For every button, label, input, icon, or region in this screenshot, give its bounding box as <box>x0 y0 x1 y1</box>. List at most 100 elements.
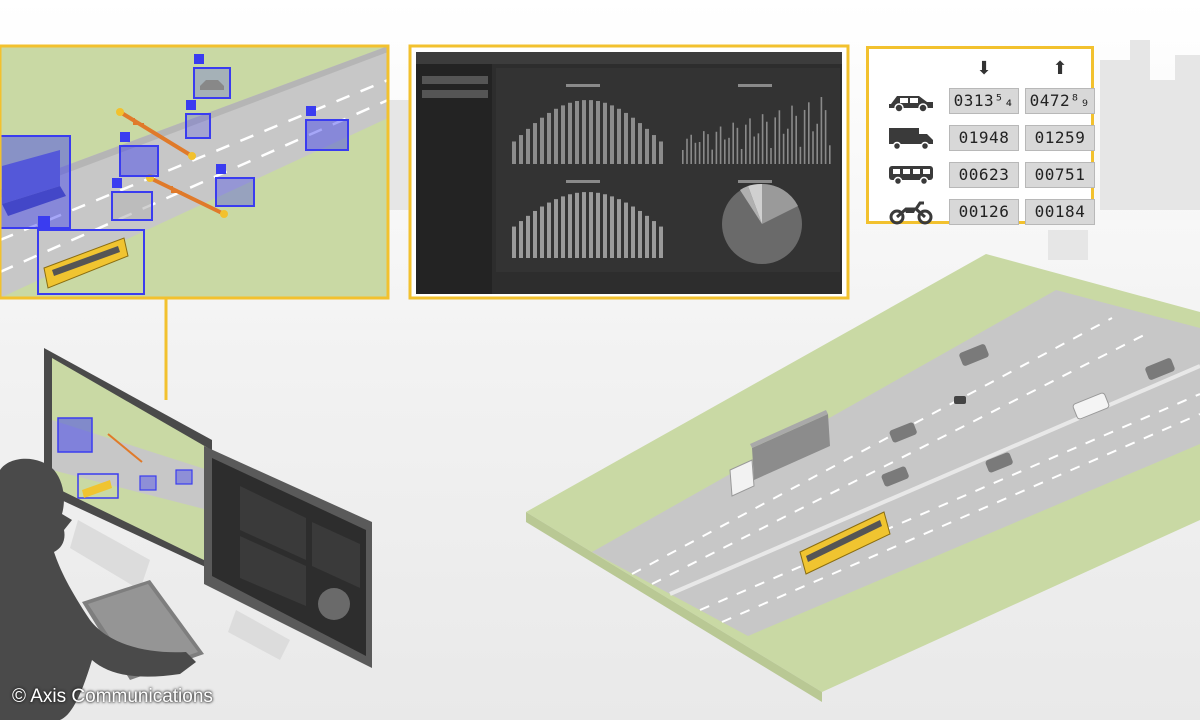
bus-count-up: 00751 <box>1025 162 1095 188</box>
chart-bar <box>638 210 642 258</box>
chart-bar <box>561 196 565 258</box>
chart-bar <box>719 126 722 164</box>
chart-bar <box>575 192 579 258</box>
chart-bar <box>690 134 692 164</box>
chart-bar <box>561 105 565 164</box>
chart-bar <box>724 139 726 164</box>
chart-bar <box>540 206 544 258</box>
isometric-highway <box>526 254 1200 702</box>
car-detections <box>111 54 349 221</box>
bus-count-down: 00623 <box>949 162 1019 188</box>
analytics-dashboard-panel <box>408 44 850 300</box>
chart-bar <box>803 109 806 164</box>
chart-bar <box>659 141 663 164</box>
car-count-down: 0313⁵₄ <box>949 88 1019 114</box>
highway-road <box>592 290 1200 636</box>
car-count-up: 0472⁸₉ <box>1025 88 1095 114</box>
chart-bar <box>540 117 544 164</box>
motorcycle-icon <box>879 197 943 227</box>
motorcycle-count-down: 00126 <box>949 199 1019 225</box>
chart-bar <box>770 148 772 164</box>
chart-bar <box>554 199 558 258</box>
bus-icon <box>879 160 943 190</box>
chart-bar <box>753 136 755 164</box>
chart-bar <box>715 131 718 164</box>
chart-bar <box>778 110 781 164</box>
chart-bar <box>799 146 802 164</box>
chart-bar <box>519 135 523 164</box>
chart-bar <box>589 100 593 164</box>
chart-bar <box>795 115 797 164</box>
vehicle-counter-grid: ⬇ ⬆ 0313⁵₄ 0472⁸₉ 01948 01259 00623 0075… <box>879 55 1095 225</box>
truck-count-up: 01259 <box>1025 125 1095 151</box>
highway-truck <box>729 410 830 497</box>
chart-bar <box>533 210 537 258</box>
chart-bar <box>575 101 579 164</box>
truck-count-down: 01948 <box>949 125 1019 151</box>
chart-bar <box>610 196 614 258</box>
chart-bar <box>568 102 572 164</box>
chart-bar <box>766 121 768 164</box>
truck-icon <box>879 123 943 153</box>
chart-bar <box>816 123 818 164</box>
chart-bar <box>645 215 649 258</box>
chart-bar <box>782 133 785 164</box>
vehicle-counter-panel: ⬇ ⬆ 0313⁵₄ 0472⁸₉ 01948 01259 00623 0075… <box>866 46 1095 225</box>
chart-bar <box>749 118 751 164</box>
chart-bar <box>736 127 739 164</box>
highway-bus <box>799 511 891 575</box>
chart-bar <box>829 145 831 164</box>
bar-chart-top-right <box>682 97 831 164</box>
chart-bar <box>824 110 827 164</box>
chart-bar <box>694 142 697 164</box>
chart-bar <box>512 226 516 258</box>
chart-bar <box>554 108 558 164</box>
chart-bar <box>703 131 705 164</box>
virtual-counting-lines <box>118 110 225 216</box>
chart-bar <box>624 112 628 164</box>
chart-bar <box>787 128 789 164</box>
chart-bar <box>728 137 730 164</box>
chart-bar <box>698 141 701 164</box>
camera-view-panel <box>0 44 390 300</box>
copyright-credit: © Axis Communications <box>12 686 213 707</box>
chart-bar <box>659 226 663 258</box>
chart-bar <box>617 108 621 164</box>
bar-chart-top-left <box>512 100 663 164</box>
arrow-up-icon: ⬆ <box>1052 57 1068 79</box>
chart-bar <box>682 150 684 164</box>
chart-bar <box>638 123 642 164</box>
operator-workstation <box>0 348 372 720</box>
chart-bar <box>603 102 607 164</box>
city-skyline <box>388 40 1200 260</box>
chart-bar <box>791 105 793 164</box>
chart-bar <box>547 202 551 258</box>
highway-cars <box>881 344 1175 487</box>
arrow-down-icon: ⬇ <box>976 57 992 79</box>
chart-bar <box>645 128 649 164</box>
chart-bar <box>596 192 600 258</box>
chart-bar <box>761 114 764 164</box>
camera-road <box>0 46 388 298</box>
chart-bar <box>745 124 747 164</box>
chart-bar <box>820 97 823 164</box>
chart-bar <box>774 117 776 164</box>
chart-bar <box>812 131 814 164</box>
chart-bar <box>808 102 810 164</box>
chart-bar <box>757 133 760 164</box>
bus-detection <box>37 216 145 295</box>
chart-bar <box>624 202 628 258</box>
bar-chart-bottom-left <box>512 192 663 258</box>
chart-bar <box>519 221 523 258</box>
chart-bar <box>533 123 537 164</box>
chart-bar <box>711 149 713 164</box>
chart-bar <box>526 128 530 164</box>
pie-chart <box>722 183 802 264</box>
chart-bar <box>610 105 614 164</box>
chart-bar <box>686 138 688 164</box>
motorcycle-count-up: 00184 <box>1025 199 1095 225</box>
chart-bar <box>568 194 572 258</box>
chart-bar <box>589 192 593 258</box>
chart-bar <box>526 215 530 258</box>
chart-bar <box>740 148 743 164</box>
